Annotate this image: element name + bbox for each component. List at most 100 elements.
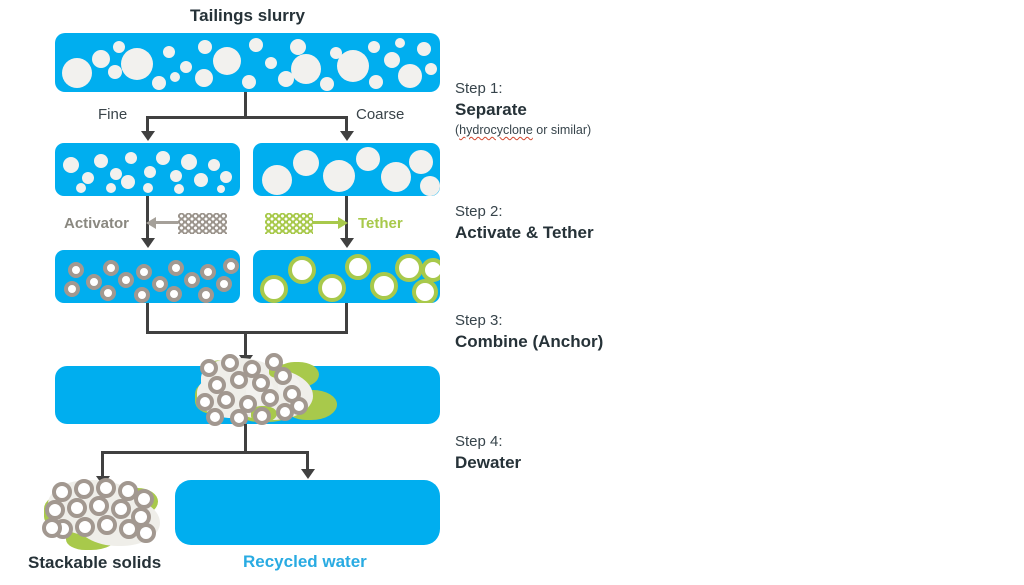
- particle-plain: [323, 160, 355, 192]
- particle-ring-green: [395, 254, 423, 282]
- particle-plain: [249, 38, 263, 52]
- particle-plain: [174, 184, 184, 194]
- step-4-number: Step 4:: [455, 433, 503, 450]
- particle-ring-gray: [216, 276, 232, 292]
- step-1: Step 1: Separate (hydrocyclone or simila…: [455, 80, 591, 137]
- arrowhead-down-icon: [339, 238, 354, 248]
- particle-ring-gray: [198, 287, 214, 303]
- particle-plain: [94, 154, 108, 168]
- particle-plain: [425, 63, 437, 75]
- particle-plain: [220, 171, 232, 183]
- particle-plain: [356, 147, 380, 171]
- note-suffix: or similar): [532, 123, 592, 137]
- particle-ring-gray: [152, 276, 168, 292]
- particle-plain: [163, 46, 175, 58]
- particle-plain: [262, 165, 292, 195]
- flow-line: [146, 116, 149, 133]
- tether-label: Tether: [358, 215, 403, 232]
- particle-plain: [398, 64, 422, 88]
- particle-plain: [125, 152, 137, 164]
- particle-ring-gray: [274, 367, 292, 385]
- flow-line: [146, 116, 348, 119]
- particle-ring-gray: [118, 272, 134, 288]
- arrowhead-down-icon: [140, 238, 155, 248]
- particle-ring-gray: [168, 260, 184, 276]
- particle-plain: [82, 172, 94, 184]
- particle-plain: [290, 39, 306, 55]
- particle-plain: [121, 48, 153, 80]
- particle-ring-gray: [111, 499, 131, 519]
- particle-ring-gray: [42, 518, 62, 538]
- particle-ring-gray: [230, 409, 248, 427]
- particle-plain: [180, 61, 192, 73]
- particle-plain: [108, 65, 122, 79]
- flow-line: [146, 303, 149, 334]
- particle-ring-gray: [103, 260, 119, 276]
- particle-ring-gray: [68, 262, 84, 278]
- particle-ring-gray: [184, 272, 200, 288]
- particle-plain: [420, 176, 440, 196]
- particle-ring-gray: [45, 500, 65, 520]
- particle-ring-gray: [97, 515, 117, 535]
- particle-plain: [195, 69, 213, 87]
- particle-ring-gray: [89, 496, 109, 516]
- branch-label-fine: Fine: [98, 106, 128, 123]
- diagram-title: Tailings slurry: [190, 6, 305, 25]
- particle-ring-gray: [253, 407, 271, 425]
- flow-line: [306, 451, 309, 471]
- particle-plain: [113, 41, 125, 53]
- particle-plain: [242, 75, 256, 89]
- step-3-name: Combine (Anchor): [455, 332, 604, 351]
- note-word: hydrocyclone: [459, 123, 533, 137]
- particle-plain: [170, 72, 180, 82]
- particle-ring-gray: [134, 287, 150, 303]
- particle-ring-gray: [206, 408, 224, 426]
- stackable-solids-label: Stackable solids: [28, 553, 162, 572]
- slurry-rect: [55, 33, 440, 92]
- particle-plain: [368, 41, 380, 53]
- arrowhead-down-icon: [140, 131, 155, 141]
- particle-ring-gray: [208, 376, 226, 394]
- particle-ring-gray: [166, 286, 182, 302]
- particle-plain: [152, 76, 166, 90]
- particle-plain: [395, 38, 405, 48]
- particle-ring-gray: [252, 374, 270, 392]
- flow-line: [244, 92, 247, 119]
- note-prefix: (: [455, 123, 460, 137]
- particle-ring-gray: [239, 395, 257, 413]
- tethered-coarse-rect: [253, 250, 440, 303]
- particle-ring-green: [412, 279, 438, 303]
- particle-plain: [384, 52, 400, 68]
- particle-ring-gray: [265, 353, 283, 371]
- particle-ring-gray: [67, 498, 87, 518]
- activator-label: Activator: [64, 215, 130, 232]
- particle-ring-green: [345, 254, 371, 280]
- particle-ring-gray: [134, 489, 154, 509]
- particle-ring-gray: [243, 360, 261, 378]
- particle-ring-gray: [200, 359, 218, 377]
- particle-ring-green: [288, 256, 316, 284]
- stackable-solids-cluster: [40, 478, 170, 556]
- step-2-name: Activate & Tether: [455, 223, 594, 242]
- recycled-water-label: Recycled water: [243, 552, 367, 571]
- particle-ring-gray: [136, 264, 152, 280]
- particle-ring-gray: [96, 478, 116, 498]
- particle-ring-green: [421, 258, 440, 282]
- combined-rect: [55, 353, 440, 427]
- particle-plain: [417, 42, 431, 56]
- step-4: Step 4: Dewater: [455, 433, 521, 473]
- recycled-water-rect: [175, 480, 440, 545]
- particle-plain: [121, 175, 135, 189]
- coarse-stream-rect: [253, 143, 440, 196]
- particle-plain: [381, 162, 411, 192]
- particle-plain: [63, 157, 79, 173]
- activator-arrow-line: [155, 221, 179, 224]
- particle-plain: [213, 47, 241, 75]
- arrowhead-down-icon: [339, 131, 354, 141]
- flow-line: [146, 331, 348, 334]
- flow-line: [345, 116, 348, 133]
- particle-plain: [198, 40, 212, 54]
- tether-reagent-swatch: [265, 213, 313, 234]
- step-3: Step 3: Combine (Anchor): [455, 312, 603, 352]
